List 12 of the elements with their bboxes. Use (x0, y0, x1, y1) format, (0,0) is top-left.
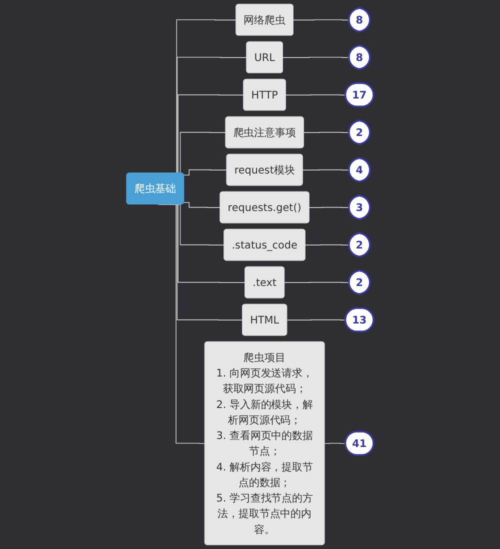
connector (286, 319, 346, 320)
connector (184, 202, 221, 208)
connector (302, 169, 350, 170)
connector (293, 19, 350, 20)
connector (184, 169, 228, 176)
connector (284, 282, 350, 283)
connector (286, 94, 346, 96)
connector (309, 206, 350, 208)
connector (324, 442, 346, 444)
connector (305, 244, 350, 246)
connector (282, 56, 350, 58)
connector (304, 132, 350, 133)
